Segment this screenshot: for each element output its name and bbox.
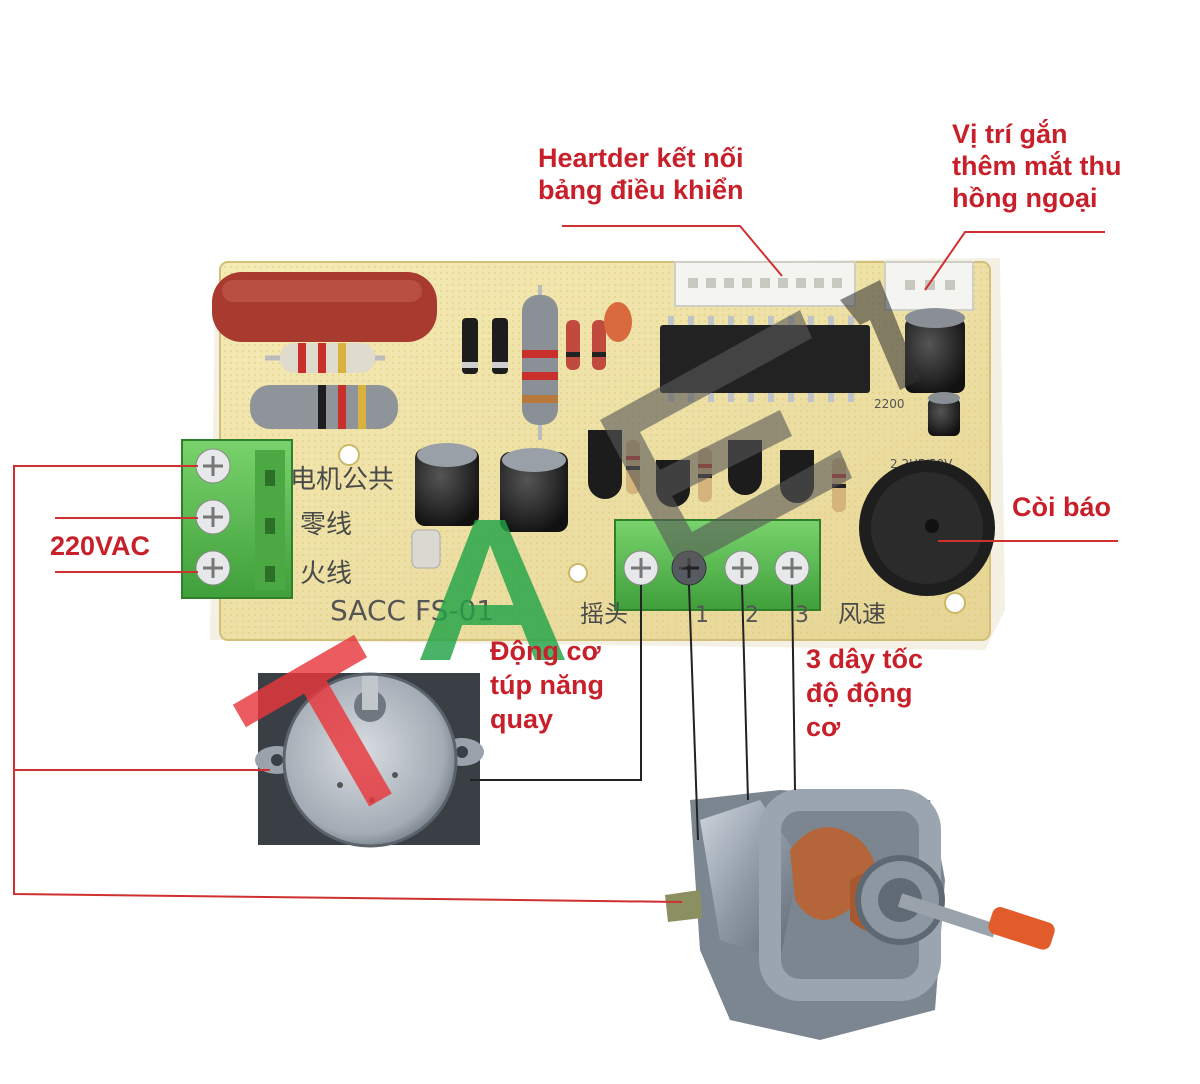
watermark-letter-t [232,634,392,807]
ceramic-capacitor-c4 [604,302,632,342]
ir-label-line-3: hồng ngoại [952,183,1098,213]
diode-d2 [462,318,478,374]
speed-label-line-2: độ động [806,678,913,708]
wire-speed-3 [791,584,796,791]
power-resistor-1 [265,343,385,373]
panel-header-connector [674,261,856,307]
header-label-line-2: bảng điều khiển [538,175,744,205]
speed-wires-label: 3 dây tốc độ động cơ [806,642,923,744]
silk-neutral: 零线 [300,510,352,540]
header-connector-label: Heartder kết nối bảng điều khiển [538,142,744,206]
power-resistor-2 [250,385,398,429]
silk-swing: 摇头 [580,600,628,628]
ir-receiver-header [884,261,974,311]
transistor-q1 [588,430,622,499]
motor-terminal-block [614,519,821,611]
terminal-screw-speed-3 [774,550,810,586]
ir-label-line-2: thêm mắt thu [952,151,1122,181]
power-terminal-block [181,439,293,599]
film-capacitor [212,272,437,342]
swing-label-line-3: quay [490,704,554,734]
wire-speed-2 [741,584,749,801]
electrolytic-capacitor-large: 2200 [874,308,965,411]
zener-diode-d3 [566,320,580,370]
cap-value-label: 2200 [874,397,905,411]
swing-motor-label: Động cơ túp năng quay [490,634,604,736]
silk-speed-1: 1 [695,603,709,628]
terminal-screw-swing [623,550,659,586]
ir-label-line-1: Vị trí gắn [952,119,1068,149]
terminal-screw-live [195,550,231,586]
terminal-screw-neutral [195,499,231,535]
buzzer [859,460,995,596]
speed-label-line-1: 3 dây tốc [806,644,924,674]
ir-leader-line [924,231,1105,291]
terminal-screw-common [195,448,231,484]
silk-live: 火线 [300,559,352,589]
silk-speed: 风速 [838,600,886,628]
power-input-label: 220VAC [50,531,151,561]
ir-receiver-label: Vị trí gắn thêm mắt thu hồng ngoại [952,118,1122,214]
fan-motor [665,789,1055,1040]
silk-speed-3: 3 [795,603,809,628]
glass-fuse [411,529,441,569]
electrolytic-capacitor-mid [500,448,568,532]
zener-diode-d4 [592,320,606,370]
swing-label-line-2: túp năng [490,670,604,700]
wire-swing [470,585,642,781]
wire-speed-1 [688,584,699,841]
watermark-letter-m [840,280,920,390]
terminal-screw-speed-2 [724,550,760,586]
wire-common [13,465,683,903]
swing-label-line-1: Động cơ [490,636,601,666]
silk-common: 电机公共 [290,465,394,495]
electrolytic-capacitor-left [415,443,479,526]
watermark [232,280,920,807]
diode-d1 [492,318,508,374]
speed-label-line-3: cơ [806,712,841,742]
watermark-letter-e [600,310,852,570]
buzzer-label: Còi báo [1012,492,1111,522]
header-label-line-1: Heartder kết nối [538,143,744,173]
silk-speed-2: 2 [745,603,759,628]
header-leader-line [562,225,783,277]
wiring [13,225,1118,903]
watermark-letter-a [420,520,565,660]
vertical-resistor [522,285,558,440]
